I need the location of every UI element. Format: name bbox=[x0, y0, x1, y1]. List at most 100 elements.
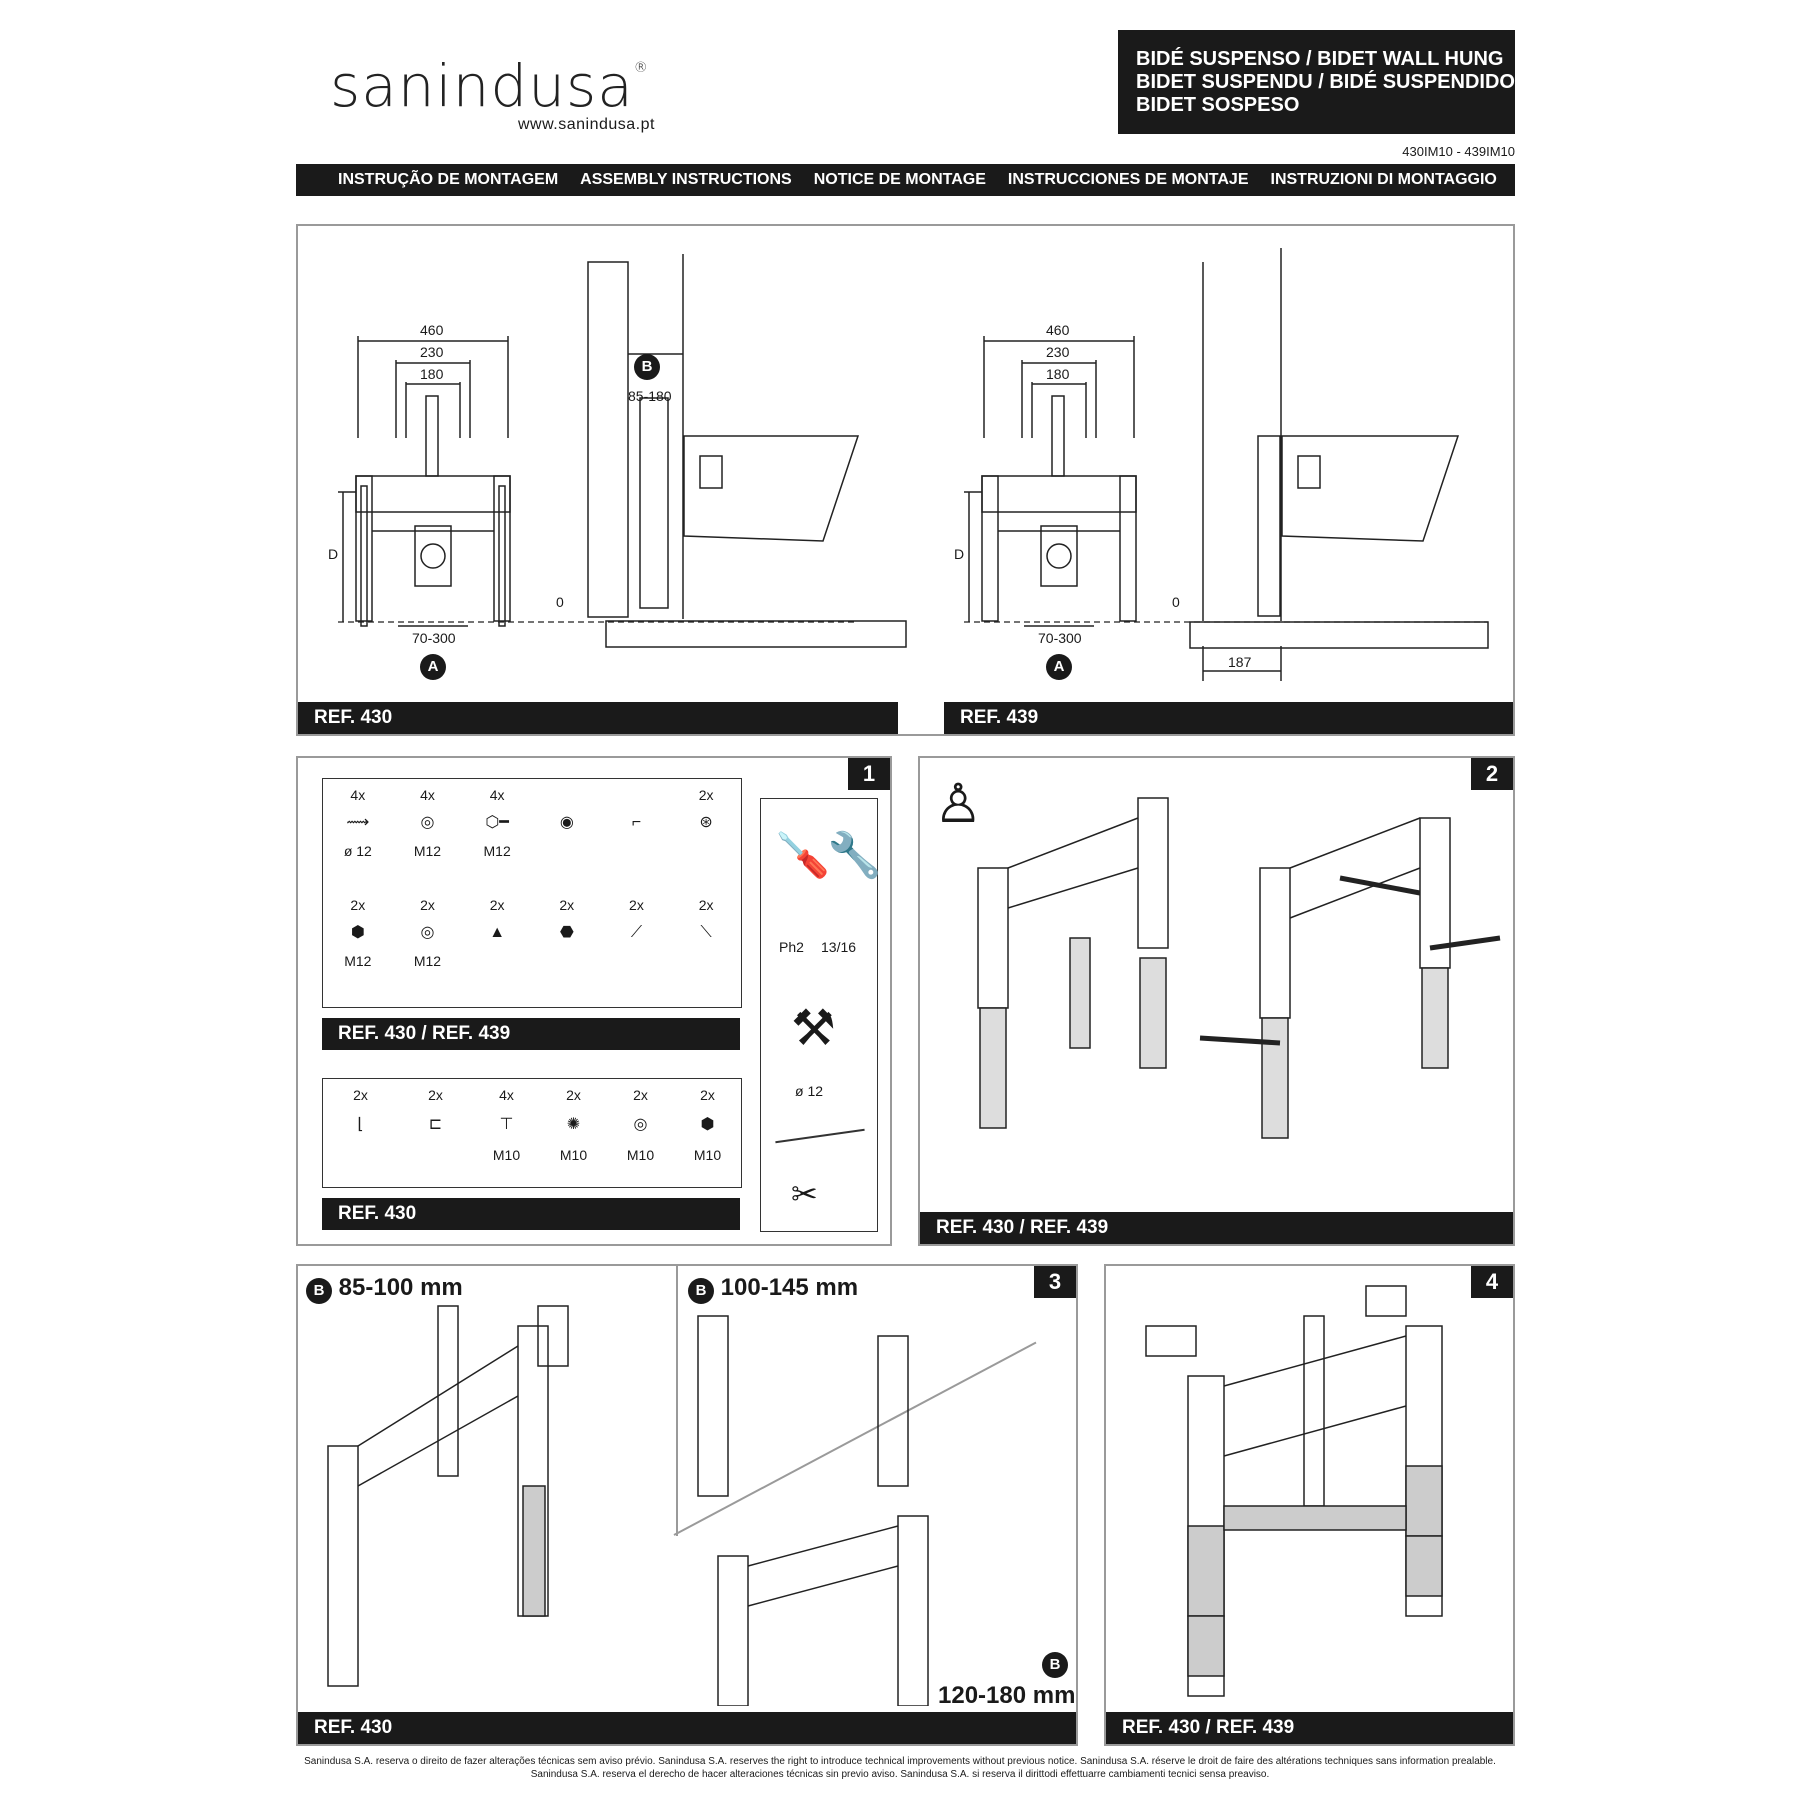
part-washer: 2x◎M12 bbox=[399, 897, 455, 969]
title-line: BIDÉ SUSPENSO / BIDET WALL HUNG bbox=[1136, 48, 1504, 70]
step3-ref-bar: REF. 430 bbox=[298, 1712, 1076, 1744]
angle-bracket-icon: ⌊ bbox=[357, 1116, 364, 1133]
range-100-145: B 100-145 mm bbox=[688, 1274, 858, 1304]
footer-disclaimer-1: Sanindusa S.A. reserva o direito de faze… bbox=[304, 1756, 1496, 1767]
wrench-size: 13/16 bbox=[821, 939, 857, 955]
part-angle-bracket: 2x⌊ bbox=[331, 1087, 391, 1163]
instructions-bar: INSTRUÇÃO DE MONTAGEM ASSEMBLY INSTRUCTI… bbox=[296, 164, 1515, 196]
washer-icon: ◎ bbox=[420, 924, 435, 941]
dim-range-left: 70-300 bbox=[412, 630, 456, 646]
ref-parts-bottom-bar: REF. 430 bbox=[322, 1198, 740, 1230]
dim-180-left: 180 bbox=[420, 366, 444, 382]
nut-icon: ⬢ bbox=[700, 1116, 715, 1133]
drill-icon: ⚒ bbox=[791, 1000, 836, 1056]
title-line: BIDET SOSPESO bbox=[1136, 94, 1300, 116]
tile-wall bbox=[587, 261, 629, 618]
ref-439-bar: REF. 439 bbox=[944, 702, 1513, 734]
part-nut: 2x⬢M10 bbox=[682, 1087, 734, 1163]
instruction-label: ASSEMBLY INSTRUCTIONS bbox=[580, 171, 792, 188]
parts-box-bottom: 2x⌊ 2x⊏ 4x⊤M10 2x✺M10 2x◎M10 2x⬢M10 bbox=[322, 1078, 742, 1188]
instruction-label: INSTRUÇÃO DE MONTAGEM bbox=[338, 171, 559, 188]
cone-cap-icon: ▲ bbox=[489, 924, 506, 941]
instruction-label: NOTICE DE MONTAGE bbox=[813, 171, 986, 188]
person-icon: ♙ bbox=[934, 774, 983, 834]
tools-box: 🪛 Ph2 🔧 13/16 ⚒ ø 12 ✂ bbox=[760, 798, 882, 1232]
frame-crossbar bbox=[355, 475, 511, 513]
part-elbow: ⌐ bbox=[606, 787, 666, 859]
frame-post bbox=[327, 1445, 359, 1687]
parts-row: 2x⌊ 2x⊏ 4x⊤M10 2x✺M10 2x◎M10 2x⬢M10 bbox=[323, 1087, 741, 1163]
dim-offset: 187 bbox=[1228, 654, 1252, 670]
cutter-knife-icon: ✂ bbox=[791, 1176, 818, 1212]
dimensions-panel: 460 230 180 D 70-300 0 85-180 A B 460 23… bbox=[296, 224, 1515, 736]
frame-post bbox=[977, 867, 1009, 1009]
instruction-label: INSTRUCCIONES DE MONTAJE bbox=[1007, 171, 1249, 188]
step-number: 1 bbox=[848, 758, 890, 790]
washer-icon: ◎ bbox=[420, 814, 435, 831]
product-title-box: BIDÉ SUSPENSO / BIDET WALL HUNG BIDET SU… bbox=[1118, 30, 1515, 134]
wrench-icon: 🔧 bbox=[827, 831, 882, 880]
drill-size: ø 12 bbox=[795, 1083, 824, 1099]
part-screw: 4x⬡━M12 bbox=[467, 787, 527, 859]
step2-drawing bbox=[977, 797, 1501, 1139]
elbow-pipe-icon: ⌐ bbox=[631, 814, 642, 831]
website-url[interactable]: www.sanindusa.pt bbox=[518, 116, 655, 133]
frame-leg-right bbox=[493, 475, 511, 622]
marker-a-left: A bbox=[420, 654, 446, 680]
dim-d-right: D bbox=[954, 546, 965, 562]
step2-ref-bar: REF. 430 / REF. 439 bbox=[920, 1212, 1513, 1244]
brand-logo: sanindusa® bbox=[330, 52, 649, 120]
screw-icon: ⬡━ bbox=[485, 814, 509, 831]
product-codes: 430IM10 - 439IM10 bbox=[1402, 144, 1515, 159]
marker-b: B bbox=[1042, 1652, 1068, 1678]
parts-box-top: 4x⟿ø 12 4x◎M12 4x⬡━M12 ◉ ⌐ 2x⊛ 2x⬢M12 2x… bbox=[322, 778, 742, 1008]
registered-mark: ® bbox=[633, 60, 649, 76]
wall-plug-icon: ⟿ bbox=[346, 814, 370, 831]
part-slotted-bracket: 2x⊏ bbox=[406, 1087, 466, 1163]
threaded-rod-icon: ⟋ bbox=[630, 924, 643, 941]
screwdriver-icon: 🪛 bbox=[775, 831, 830, 880]
dim-460-left: 460 bbox=[420, 322, 444, 338]
bolt-icon: ⊤ bbox=[499, 1116, 514, 1133]
frame-post bbox=[1137, 797, 1169, 949]
marker-a-right: A bbox=[1046, 654, 1072, 680]
lock-washer-icon: ✺ bbox=[566, 1116, 581, 1133]
washer-icon: ◎ bbox=[633, 1116, 648, 1133]
dim-230-left: 230 bbox=[420, 344, 444, 360]
parts-row: 2x⬢M12 2x◎M12 2x▲ 2x⬣ 2x⟋ 2x⟍ bbox=[323, 897, 741, 969]
step-number: 3 bbox=[1034, 1266, 1076, 1298]
part-sleeve: 2x⟍ bbox=[678, 897, 734, 969]
part-seal: ◉ bbox=[537, 787, 597, 859]
seal-ring-icon: ◉ bbox=[559, 814, 574, 831]
frame-leg-left bbox=[355, 475, 373, 622]
ref-430-bar: REF. 430 bbox=[298, 702, 898, 734]
divider bbox=[676, 1266, 678, 1536]
step4-panel: 4 REF. 430 / REF. 439 bbox=[1104, 1264, 1515, 1746]
part-cap-nut: 2x⬣ bbox=[539, 897, 595, 969]
dim-zero-right: 0 bbox=[1172, 594, 1180, 610]
step4-ref-bar: REF. 430 / REF. 439 bbox=[1106, 1712, 1513, 1744]
part-washer: 2x◎M10 bbox=[615, 1087, 667, 1163]
nut-icon: ⬢ bbox=[350, 924, 365, 941]
step3-panel: 3 B 85-100 mm B 100-145 mm B 120-180 mm … bbox=[296, 1264, 1078, 1746]
part-wall-plug: 4x⟿ø 12 bbox=[328, 787, 388, 859]
sleeve-icon: ⟍ bbox=[700, 924, 712, 941]
part-washer: 4x◎M12 bbox=[397, 787, 457, 859]
dim-230-right: 230 bbox=[1046, 344, 1070, 360]
step-number: 2 bbox=[1471, 758, 1513, 790]
cap-nut-icon: ⬣ bbox=[559, 924, 574, 941]
dim-180-right: 180 bbox=[1046, 366, 1070, 382]
step-number: 4 bbox=[1471, 1266, 1513, 1298]
part-bolt: 4x⊤M10 bbox=[481, 1087, 533, 1163]
footer-disclaimer-2: Sanindusa S.A. reserva el derecho de hac… bbox=[530, 1769, 1270, 1780]
part-bracket-disc: 2x⊛ bbox=[676, 787, 736, 859]
range-85-100: B 85-100 mm bbox=[306, 1274, 463, 1304]
screwdriver-size: Ph2 bbox=[779, 939, 804, 955]
dimension-drawing bbox=[338, 248, 1489, 681]
range-120-180: 120-180 mm bbox=[938, 1682, 1076, 1709]
dim-range-right: 70-300 bbox=[1038, 630, 1082, 646]
step1-panel: 1 4x⟿ø 12 4x◎M12 4x⬡━M12 ◉ ⌐ 2x⊛ 2x⬢M12 … bbox=[296, 756, 892, 1246]
part-nut: 2x⬢M12 bbox=[330, 897, 386, 969]
parts-row: 4x⟿ø 12 4x◎M12 4x⬡━M12 ◉ ⌐ 2x⊛ bbox=[323, 787, 741, 859]
pencil-icon bbox=[775, 1128, 865, 1144]
